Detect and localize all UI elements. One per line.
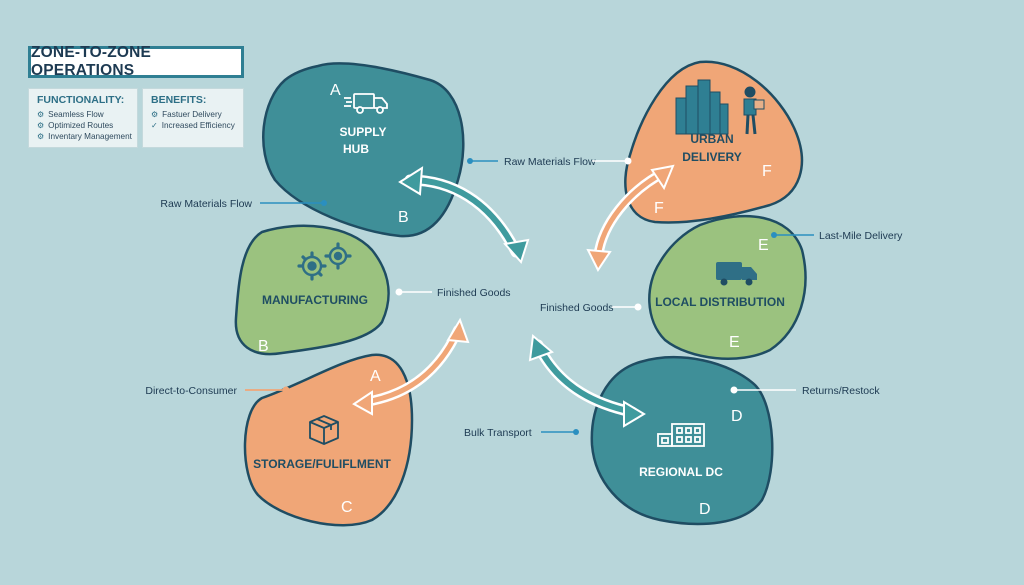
- finished-goods-left-text: Finished Goods: [437, 287, 511, 299]
- returns-restock-text: Returns/Restock: [802, 385, 880, 397]
- last-mile-text: Last-Mile Delivery: [819, 230, 903, 242]
- supply-hub-name-line2: HUB: [343, 142, 369, 156]
- supply-hub-name-line1: SUPPLY: [340, 125, 387, 139]
- direct-to-consumer-text: Direct-to-Consumer: [145, 385, 237, 397]
- regional-letter-bottom: D: [699, 501, 711, 518]
- label-last-mile: Last-Mile Delivery: [771, 230, 903, 242]
- zone-manufacturing: MANUFACTURING B: [234, 224, 390, 356]
- gear-icon: ⚙: [37, 110, 45, 119]
- benefits-panel: BENEFITS: ⚙Fastuer Delivery ✓Increased E…: [142, 88, 244, 148]
- arrow-storage-to-center: [352, 317, 470, 416]
- label-direct-to-consumer: Direct-to-Consumer: [145, 385, 290, 397]
- regional-letter-top: D: [731, 408, 743, 425]
- label-returns-restock: Returns/Restock: [730, 385, 880, 397]
- label-bulk-transport: Bulk Transport: [464, 427, 579, 439]
- local-blob: [648, 214, 807, 360]
- arrow-supply-to-center: [398, 166, 530, 264]
- label-finished-goods-left: Finished Goods: [395, 287, 511, 299]
- storage-blob: [243, 353, 414, 527]
- functionality-header: FUNCTIONALITY:: [37, 94, 125, 106]
- benefits-item: ⚙Fastuer Delivery: [151, 110, 222, 119]
- label-raw-materials-left: Raw Materials Flow: [160, 198, 327, 210]
- manufacturing-blob: [234, 224, 390, 356]
- urban-letter-right: F: [762, 163, 772, 180]
- zone-urban-delivery: URBAN DELIVERY F F: [624, 60, 804, 224]
- supply-hub-letter-bottom: B: [398, 209, 409, 226]
- benefits-item: ✓Increased Efficiency: [151, 121, 235, 130]
- arrow-urban-to-center: [586, 164, 675, 272]
- urban-name-line2: DELIVERY: [682, 150, 742, 164]
- zone-local-distribution: E LOCAL DISTRIBUTION E: [648, 214, 807, 360]
- urban-name-line1: URBAN: [690, 132, 733, 146]
- manufacturing-name: MANUFACTURING: [262, 293, 368, 307]
- box-icon: [309, 415, 339, 445]
- truck-icon: [344, 93, 388, 114]
- zone-regional-dc: D REGIONAL DC D: [590, 356, 774, 526]
- city-courier-icon: [675, 79, 765, 135]
- raw-materials-top-text: Raw Materials Flow: [504, 156, 596, 168]
- functionality-item: ⚙Inventary Management: [37, 132, 132, 141]
- functionality-panel: FUNCTIONALITY: ⚙Seamless Flow ⚙Optimized…: [28, 88, 138, 148]
- label-raw-materials-top: Raw Materials Flow: [467, 156, 632, 168]
- gear-icon: ⚙: [151, 110, 159, 119]
- bulk-transport-text: Bulk Transport: [464, 427, 532, 439]
- supply-hub-blob: [262, 62, 465, 238]
- building-icon: [657, 423, 705, 447]
- manufacturing-letter: B: [258, 338, 269, 355]
- functionality-item: ⚙Seamless Flow: [37, 110, 104, 119]
- zone-supply-hub: A SUPPLY HUB B: [262, 62, 465, 238]
- gears-icon: [297, 242, 352, 281]
- local-letter-bottom: E: [729, 334, 740, 351]
- page-title: ZONE-TO-ZONE OPERATIONS: [28, 44, 244, 79]
- regional-name: REGIONAL DC: [639, 465, 723, 479]
- check-icon: ✓: [151, 121, 158, 130]
- local-letter-top: E: [758, 237, 769, 254]
- gear-icon: ⚙: [37, 121, 45, 130]
- urban-letter-bottom: F: [654, 200, 664, 217]
- label-finished-goods-right: Finished Goods: [540, 302, 642, 314]
- functionality-item: ⚙Optimized Routes: [37, 121, 114, 130]
- storage-name: STORAGE/FULIFLMENT: [253, 457, 391, 471]
- raw-materials-left-text: Raw Materials Flow: [160, 198, 252, 210]
- gear-icon: ⚙: [37, 132, 45, 141]
- benefits-header: BENEFITS:: [151, 94, 207, 106]
- supply-hub-letter-top: A: [330, 82, 341, 99]
- finished-goods-right-text: Finished Goods: [540, 302, 614, 314]
- storage-letter-top: A: [370, 368, 381, 385]
- storage-letter-bottom: C: [341, 499, 353, 516]
- van-icon: [716, 262, 757, 286]
- local-name: LOCAL DISTRIBUTION: [655, 295, 785, 309]
- arrow-center-to-regional: [528, 334, 646, 428]
- zone-storage: A STORAGE/FULIFLMENT C: [243, 353, 414, 527]
